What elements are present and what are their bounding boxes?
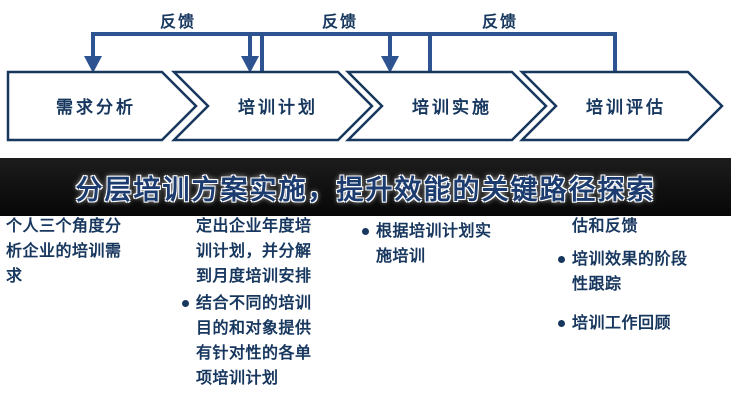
title-banner: 分层培训方案实施，提升效能的关键路径探索 <box>0 158 731 216</box>
list-item: 估和反馈 <box>558 214 692 239</box>
feedback-arrowhead-3-icon <box>381 56 399 73</box>
feedback-arrow-1 <box>91 32 264 72</box>
stage-label-training-plan: 培训计划 <box>238 97 318 117</box>
stage-shape-needs-analysis <box>6 70 198 142</box>
feedback-label-3: 反馈 <box>482 12 518 31</box>
column-training-implementation: 根据培训计划实施培训 <box>362 219 496 269</box>
stage-label-needs-analysis: 需求分析 <box>56 97 136 117</box>
stage-label-training-implementation: 培训实施 <box>412 97 492 117</box>
list-item: 个人三个角度分析企业的培训需求 <box>0 214 126 289</box>
list-item-text: 定出企业年度培训计划，并分解到月度培训安排 <box>196 218 312 285</box>
feedback-label-1: 反馈 <box>160 12 196 31</box>
feedback-arrow-3 <box>388 32 617 72</box>
column-needs-analysis: 个人三个角度分析企业的培训需求 <box>0 214 126 289</box>
list-item: 结合不同的培训目的和对象提供有针对性的各单项培训计划 <box>182 291 316 391</box>
list-item-text: 根据培训计划实施培训 <box>376 223 492 265</box>
list-item-text: 培训效果的阶段性跟踪 <box>572 251 688 293</box>
list-item: 根据培训计划实施培训 <box>362 219 496 269</box>
stage-label-training-evaluation: 培训评估 <box>586 97 666 117</box>
bullet-icon <box>362 228 369 235</box>
stage-shape-training-implementation <box>344 70 548 142</box>
stage-shape-training-evaluation <box>518 70 724 142</box>
page-title: 分层培训方案实施，提升效能的关键路径探索 <box>75 174 656 205</box>
feedback-label-2: 反馈 <box>322 12 358 31</box>
bullet-icon <box>558 320 565 327</box>
feedback-arrowhead-2-icon <box>241 56 259 73</box>
feedback-arrow-2 <box>248 32 432 72</box>
list-item-text: 结合不同的培训目的和对象提供有针对性的各单项培训计划 <box>196 295 312 387</box>
list-item-text: 估和反馈 <box>572 218 639 235</box>
bullet-icon <box>182 300 189 307</box>
stage-shape-training-plan <box>170 70 374 142</box>
list-item: 培训效果的阶段性跟踪 <box>558 247 692 297</box>
list-item-text: 培训工作回顾 <box>572 315 672 332</box>
list-item: 培训工作回顾 <box>558 311 692 336</box>
feedback-arrowhead-1-icon <box>84 56 102 73</box>
column-training-evaluation: 估和反馈 培训效果的阶段性跟踪 培训工作回顾 <box>558 214 692 336</box>
training-process-diagram: 反馈 反馈 反馈 需求分析 培训计划 培训实施 培训评估 <box>6 12 724 142</box>
column-training-plan: 定出企业年度培训计划，并分解到月度培训安排 结合不同的培训目的和对象提供有针对性… <box>182 214 316 391</box>
list-item-text: 个人三个角度分析企业的培训需求 <box>6 218 122 285</box>
list-item: 定出企业年度培训计划，并分解到月度培训安排 <box>182 214 316 289</box>
bullet-icon <box>558 256 565 263</box>
